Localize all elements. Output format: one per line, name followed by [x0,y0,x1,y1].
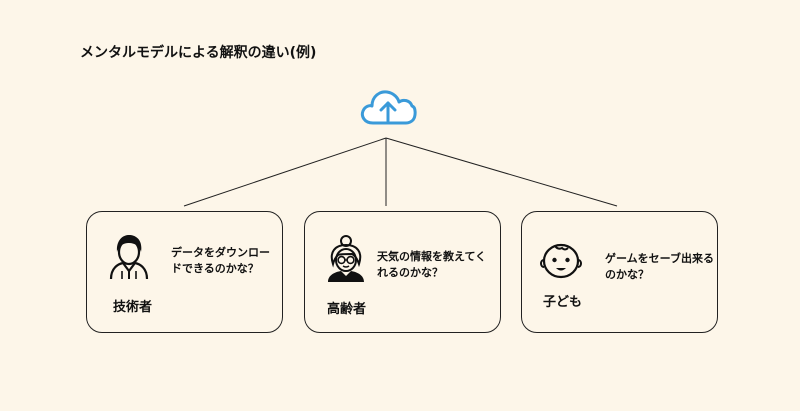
connector-line-left [183,137,387,207]
elderly-label: 高齢者 [327,302,367,317]
persona-card-elderly: 天気の情報を教えてくれるのかな？ 高齢者 [304,211,501,333]
persona-card-child: ゲームをセーブ出来るのかな？ 子ども [521,211,718,333]
cloud-upload-icon [360,90,417,125]
child-face-icon [540,243,582,279]
diagram-title: メンタルモデルによる解釈の違い(例) [80,45,317,61]
persona-card-engineer: データをダウンロードできるのかな？ 技術者 [86,211,283,333]
engineer-question: データをダウンロードできるのかな？ [171,246,270,275]
connector-line-right [385,137,618,207]
child-label: 子ども [543,295,583,310]
engineer-icon [109,235,149,280]
elderly-question: 天気の情報を教えてくれるのかな？ [377,250,487,279]
engineer-label: 技術者 [113,300,153,315]
elderly-woman-icon [328,235,364,282]
child-question: ゲームをセーブ出来るのかな？ [605,252,715,281]
